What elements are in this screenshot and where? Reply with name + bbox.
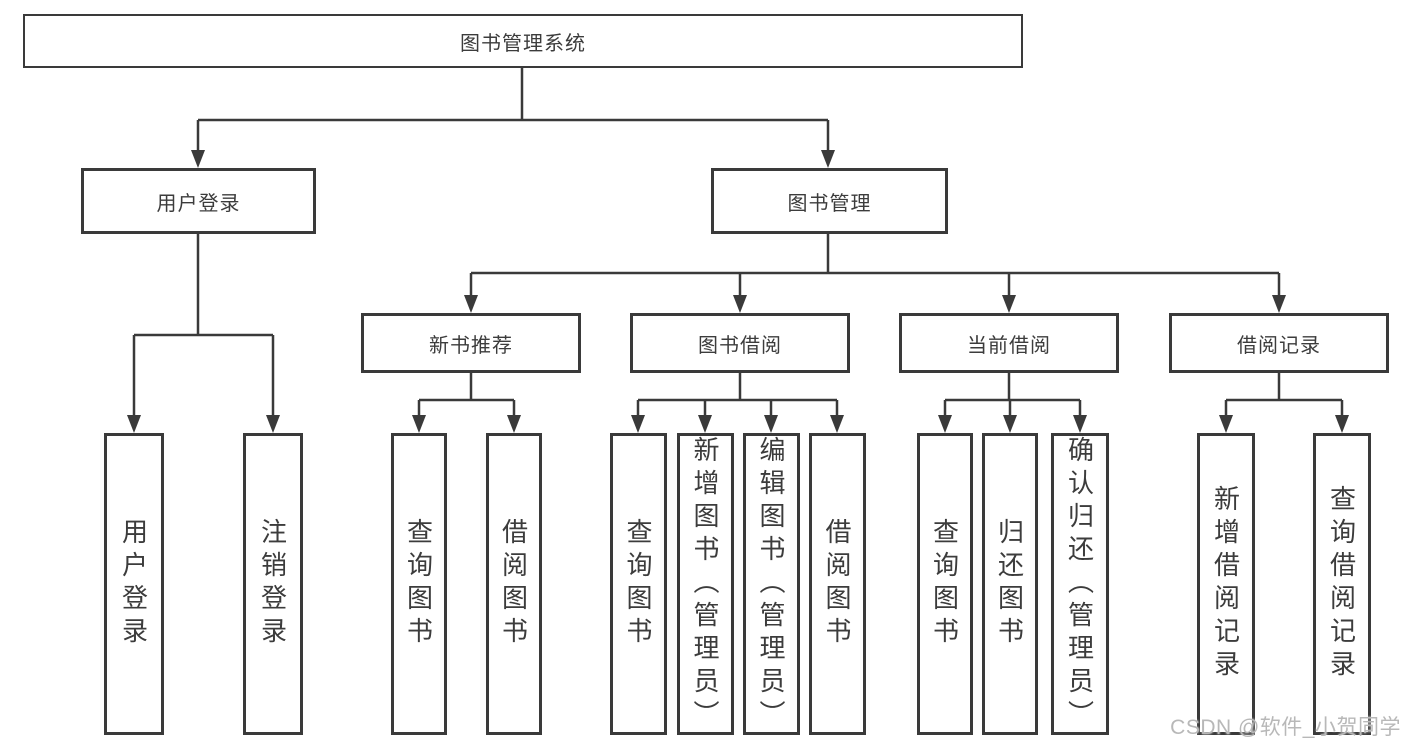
leaf-add-book-admin: 新增图书（管理员）: [677, 433, 734, 735]
node-library-management-system: 图书管理系统: [23, 14, 1023, 68]
leaf-query-books-borrow: 查询图书: [610, 433, 667, 735]
leaf-confirm-return-admin: 确认归还（管理员）: [1051, 433, 1109, 735]
leaf-query-books-recommend: 查询图书: [391, 433, 447, 735]
node-book-borrowing: 图书借阅: [630, 313, 850, 373]
leaf-edit-book-admin: 编辑图书（管理员）: [743, 433, 800, 735]
node-current-borrowing: 当前借阅: [899, 313, 1119, 373]
node-borrowing-records: 借阅记录: [1169, 313, 1389, 373]
node-book-management-branch: 图书管理: [711, 168, 948, 234]
csdn-watermark: CSDN @软件_小贺同学: [1170, 716, 1401, 739]
leaf-query-borrow-record: 查询借阅记录: [1313, 433, 1371, 735]
leaf-borrow-books: 借阅图书: [809, 433, 866, 735]
leaf-borrow-books-recommend: 借阅图书: [486, 433, 542, 735]
leaf-return-book: 归还图书: [982, 433, 1038, 735]
node-new-book-recommendation: 新书推荐: [361, 313, 581, 373]
arrowheads: [127, 150, 1349, 433]
leaf-add-borrow-record: 新增借阅记录: [1197, 433, 1255, 735]
node-user-login-branch: 用户登录: [81, 168, 316, 234]
leaf-query-books-current: 查询图书: [917, 433, 973, 735]
leaf-logout: 注销登录: [243, 433, 303, 735]
leaf-user-login: 用户登录: [104, 433, 164, 735]
